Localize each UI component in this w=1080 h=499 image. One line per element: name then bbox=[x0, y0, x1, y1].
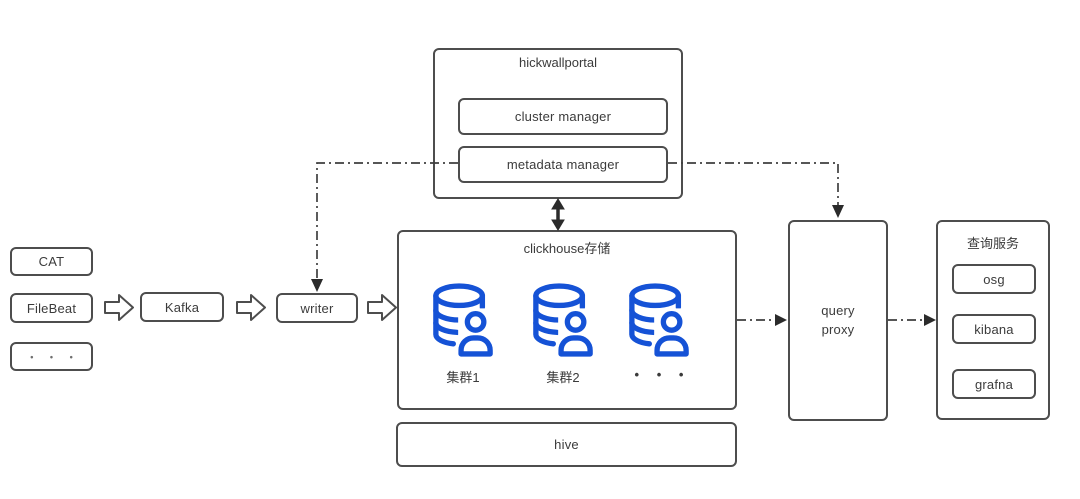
arrowhead-into-query-proxy-left bbox=[775, 314, 787, 326]
arrowhead-into-query-service bbox=[924, 314, 936, 326]
node-cluster-manager: cluster manager bbox=[458, 98, 668, 135]
node-filebeat: FileBeat bbox=[10, 293, 93, 323]
cluster-label: 集群1 bbox=[446, 370, 480, 385]
clickhouse-cluster-2: 集群2 bbox=[528, 283, 598, 386]
block-arrow-filebeat-to-kafka bbox=[104, 294, 134, 321]
node-kibana: kibana bbox=[952, 314, 1036, 344]
node-writer: writer bbox=[276, 293, 358, 323]
node-grafna: grafna bbox=[952, 369, 1036, 399]
block-arrow-kafka-to-writer bbox=[236, 294, 266, 321]
node-kafka: Kafka bbox=[140, 292, 224, 322]
edge-metadata-manager-to-query-proxy bbox=[668, 162, 839, 205]
node-cat: CAT bbox=[10, 247, 93, 276]
arrowhead-into-query-proxy-top bbox=[832, 205, 844, 218]
clickhouse-cluster-more: • • • bbox=[624, 283, 694, 382]
arrowhead-into-writer bbox=[311, 279, 323, 292]
node-metadata-manager: metadata manager bbox=[458, 146, 668, 183]
node-query-proxy: query proxy bbox=[788, 220, 888, 421]
node-hive: hive bbox=[396, 422, 737, 467]
ellipsis-dots: • • • bbox=[30, 351, 80, 362]
group-hickwallportal-title: hickwallportal bbox=[518, 55, 598, 70]
group-query-service-title: 查询服务 bbox=[966, 236, 1019, 251]
block-arrow-writer-to-clickhouse bbox=[367, 294, 397, 321]
node-more-sources: • • • bbox=[10, 342, 93, 371]
database-user-icon bbox=[433, 283, 494, 357]
database-user-icon bbox=[533, 283, 594, 357]
clickhouse-cluster-1: 集群1 bbox=[428, 283, 498, 386]
group-clickhouse-storage-title: clickhouse存储 bbox=[523, 241, 611, 256]
edge-hickwallportal-clickhouse bbox=[551, 198, 565, 231]
cluster-label: 集群2 bbox=[546, 370, 580, 385]
database-user-icon bbox=[629, 283, 690, 357]
ellipsis-dots: • • • bbox=[634, 367, 691, 382]
node-osg: osg bbox=[952, 264, 1036, 294]
